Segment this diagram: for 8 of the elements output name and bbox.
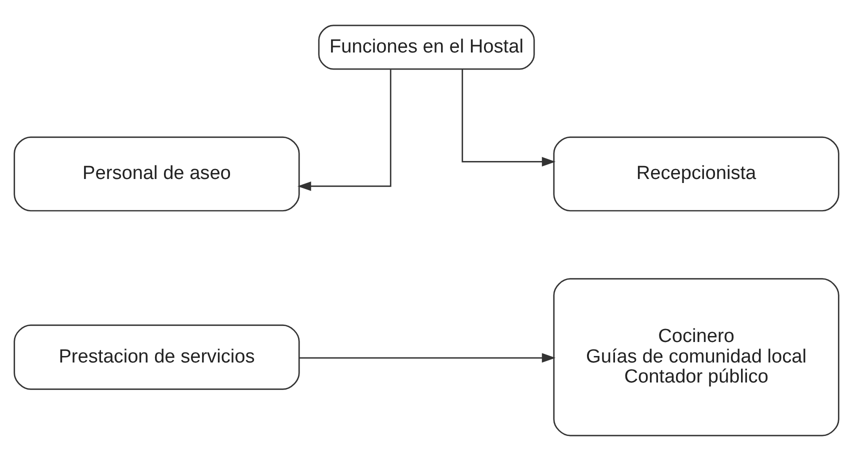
arrow: [462, 68, 556, 166]
node-box: Prestacion de servicios: [14, 324, 300, 390]
node-box: Personal de aseo: [14, 136, 300, 211]
node-box: Cocinero Guías de comunidad local Contador público: [553, 278, 840, 436]
node-box: Funciones en el Hostal: [318, 24, 535, 70]
arrow: [297, 69, 392, 190]
node-box: Recepcionista: [553, 136, 840, 211]
arrow: [299, 352, 556, 362]
